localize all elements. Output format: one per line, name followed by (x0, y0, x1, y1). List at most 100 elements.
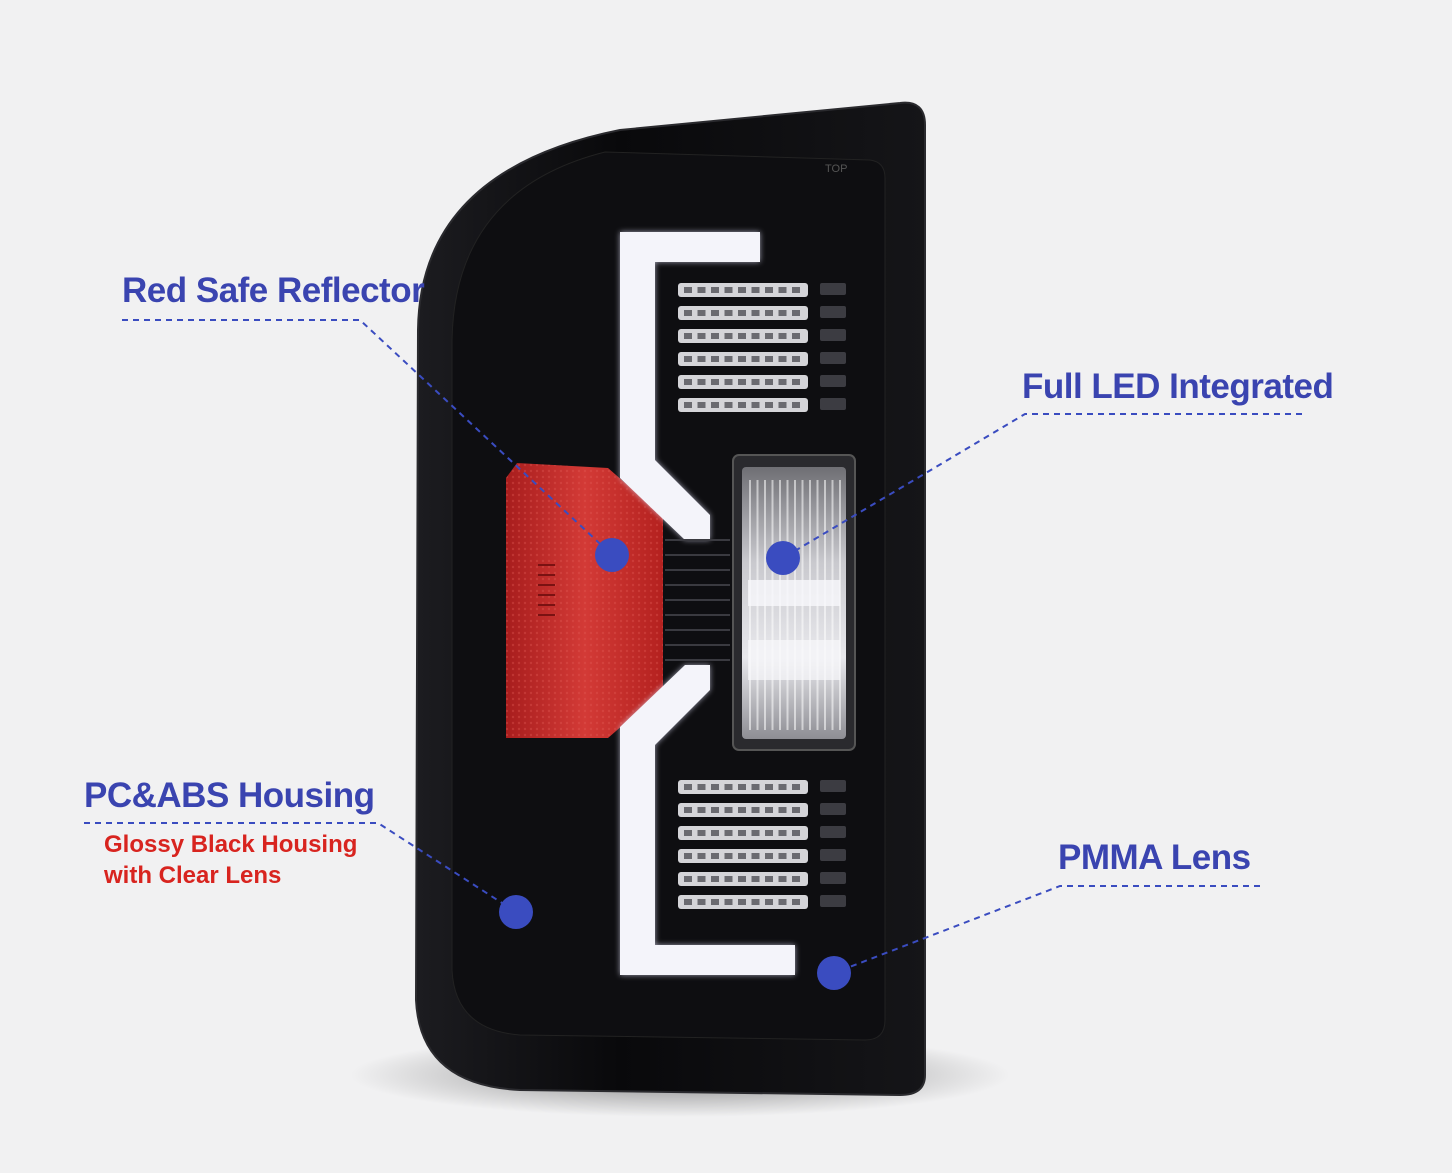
led-chip (792, 333, 800, 339)
led-chip (684, 333, 692, 339)
housing-description: Glossy Black Housing with Clear Lens (104, 829, 357, 891)
callout-full-led-integrated: Full LED Integrated (1022, 367, 1334, 406)
led-chip (711, 356, 719, 362)
lens-highlight (748, 640, 840, 680)
led-chip (792, 287, 800, 293)
led-chip (751, 333, 760, 339)
led-chip (711, 876, 719, 882)
led-chip (724, 830, 733, 836)
led-chip (738, 379, 746, 385)
led-chip (765, 853, 773, 859)
led-chip (765, 402, 773, 408)
callout-markers (499, 538, 851, 990)
led-chip (724, 310, 733, 316)
led-chip (751, 830, 760, 836)
led-chip (684, 853, 692, 859)
led-chip (724, 356, 733, 362)
led-chip (697, 287, 706, 293)
led-chip (711, 853, 719, 859)
led-chip (697, 899, 706, 905)
led-chip (765, 287, 773, 293)
side-slat (820, 329, 846, 341)
callout-pc-abs-housing: PC&ABS Housing (84, 776, 375, 815)
led-chip (684, 876, 692, 882)
side-slat (820, 780, 846, 792)
led-chip (738, 287, 746, 293)
led-chip (684, 356, 692, 362)
led-chip (711, 807, 719, 813)
led-chip (684, 830, 692, 836)
led-chip (738, 356, 746, 362)
callout-dot (499, 895, 533, 929)
side-slat (820, 283, 846, 295)
callout-dot (817, 956, 851, 990)
callout-dot (766, 541, 800, 575)
led-chip (751, 356, 760, 362)
led-chip (724, 402, 733, 408)
led-chip (778, 287, 787, 293)
led-chip (792, 310, 800, 316)
led-chip (711, 379, 719, 385)
led-chip (684, 379, 692, 385)
side-slat (820, 895, 846, 907)
led-chip (792, 784, 800, 790)
callout-pmma-lens: PMMA Lens (1058, 838, 1251, 877)
led-chip (765, 379, 773, 385)
side-slat (820, 872, 846, 884)
led-chip (738, 853, 746, 859)
led-chip (711, 310, 719, 316)
led-chip (684, 899, 692, 905)
led-chip (697, 784, 706, 790)
led-chip (792, 876, 800, 882)
led-chip (724, 876, 733, 882)
led-chip (751, 807, 760, 813)
top-mark: TOP (825, 163, 847, 175)
led-chip (724, 333, 733, 339)
side-slat (820, 398, 846, 410)
led-chip (738, 876, 746, 882)
led-chip (724, 379, 733, 385)
led-chip (684, 807, 692, 813)
led-chip (738, 899, 746, 905)
led-chip (765, 333, 773, 339)
led-chip (684, 310, 692, 316)
led-chip (778, 356, 787, 362)
led-chip (765, 899, 773, 905)
center-fins (665, 539, 730, 661)
upper-led-array (678, 283, 808, 412)
led-chip (697, 356, 706, 362)
led-chip (738, 333, 746, 339)
led-chip (792, 830, 800, 836)
led-chip (738, 830, 746, 836)
side-slat (820, 826, 846, 838)
led-chip (792, 402, 800, 408)
led-chip (792, 807, 800, 813)
callout-red-safe-reflector: Red Safe Reflector (122, 271, 425, 310)
led-chip (765, 784, 773, 790)
led-chip (765, 310, 773, 316)
led-chip (738, 310, 746, 316)
led-chip (778, 853, 787, 859)
callout-dot (595, 538, 629, 572)
led-chip (711, 402, 719, 408)
led-chip (697, 853, 706, 859)
led-chip (711, 899, 719, 905)
led-chip (738, 784, 746, 790)
led-chip (751, 287, 760, 293)
housing-description-line: with Clear Lens (104, 862, 282, 889)
clear-lens-area (451, 151, 886, 1041)
led-chip (765, 876, 773, 882)
led-chip (711, 784, 719, 790)
led-chip (724, 784, 733, 790)
led-chip (751, 379, 760, 385)
led-chip (751, 899, 760, 905)
led-chip (792, 379, 800, 385)
led-chip (684, 784, 692, 790)
lens-highlight (748, 580, 840, 606)
reflector-mark (538, 564, 555, 616)
led-chip (792, 356, 800, 362)
leader-line (122, 319, 613, 556)
led-chip (684, 287, 692, 293)
